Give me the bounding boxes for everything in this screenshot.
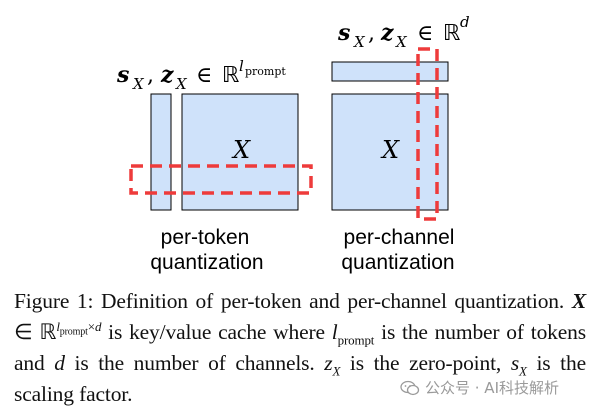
caption-sx: s xyxy=(510,351,520,375)
left-formula-z: z xyxy=(160,62,174,88)
left-formula: s X , z X ∈ ℝ l prompt xyxy=(116,57,286,93)
left-formula-s-sub: X xyxy=(132,75,145,93)
caption-text-6: is the scaling factor. xyxy=(14,351,586,406)
watermark: 公众号 · AI科技解析 xyxy=(400,377,559,398)
caption-sx-sub: X xyxy=(519,363,527,379)
right-formula-space: ℝ xyxy=(443,21,460,46)
left-formula-exp-l: l xyxy=(239,57,244,75)
right-formula-s-sub: X xyxy=(353,33,366,51)
per-token-scale-vector xyxy=(150,93,172,211)
left-formula-s: s xyxy=(116,62,129,88)
right-formula-in: ∈ xyxy=(417,21,433,46)
per-channel-scale-vector xyxy=(331,61,449,82)
left-formula-space: ℝ xyxy=(222,63,239,88)
right-formula: s X , z X ∈ ℝ d xyxy=(337,13,470,51)
per-token-row-highlight xyxy=(129,164,313,195)
caption-text-4: is the number of channels. xyxy=(64,351,325,375)
caption-text-5: is the zero-point, xyxy=(340,351,511,375)
right-formula-comma: , xyxy=(368,21,375,46)
per-channel-caption-line1: per-channel xyxy=(344,226,455,249)
right-formula-exp-d: d xyxy=(460,13,470,31)
figure-caption: Figure 1: Definition of per-token and pe… xyxy=(14,286,586,410)
caption-text-1: Definition of per-token and per-channel … xyxy=(93,289,572,313)
per-channel-matrix xyxy=(331,93,449,211)
caption-matrix-symbol: X xyxy=(571,289,587,313)
watermark-text: 公众号 · AI科技解析 xyxy=(425,379,559,397)
caption-text-3: is the number of tokens and xyxy=(14,320,586,375)
left-formula-comma: , xyxy=(147,63,154,88)
caption-text-2: is key/value cache where xyxy=(101,320,332,344)
caption-lprompt-sub: prompt xyxy=(337,332,375,348)
left-formula-z-sub: X xyxy=(175,75,188,93)
per-channel-column-highlight xyxy=(416,47,439,221)
per-channel-matrix-label: X xyxy=(380,136,400,164)
per-token-caption-line1: per-token xyxy=(161,226,250,249)
caption-in-symbol: ∈ ℝ xyxy=(14,320,57,344)
left-formula-exp-sub: prompt xyxy=(245,65,286,78)
per-token-caption-line2: quantization xyxy=(150,251,263,274)
caption-lprompt: l xyxy=(331,320,338,344)
right-formula-z: z xyxy=(380,20,394,46)
caption-zx: z xyxy=(324,351,333,375)
wechat-icon xyxy=(400,380,420,396)
figure-label: Figure 1: xyxy=(14,289,94,313)
right-formula-s: s xyxy=(337,20,350,46)
caption-dims: lprompt×d xyxy=(56,318,102,338)
caption-d: d xyxy=(54,351,65,375)
right-formula-z-sub: X xyxy=(395,33,408,51)
left-formula-in: ∈ xyxy=(196,63,212,88)
caption-zx-sub: X xyxy=(332,363,341,379)
per-token-matrix xyxy=(181,93,299,211)
per-channel-caption-line2: quantization xyxy=(341,251,454,274)
per-token-matrix-label: X xyxy=(231,136,251,164)
